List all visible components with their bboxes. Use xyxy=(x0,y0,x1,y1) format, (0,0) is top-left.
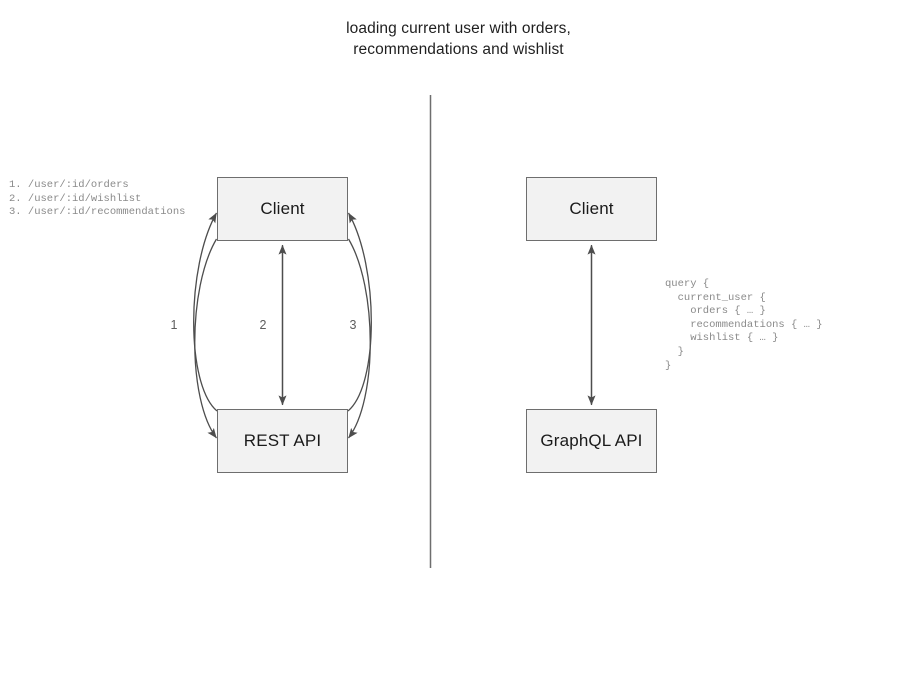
node-client-graphql[interactable]: Client xyxy=(526,177,657,241)
node-rest-api[interactable]: REST API xyxy=(217,409,348,473)
edge-3-recommendations xyxy=(347,212,372,439)
edge-1-orders xyxy=(193,212,218,439)
node-client-rest[interactable]: Client xyxy=(217,177,348,241)
node-graphql-api[interactable]: GraphQL API xyxy=(526,409,657,473)
graphql-query-annotation: query { current_user { orders { … } reco… xyxy=(665,278,823,372)
edge-label-1: 1 xyxy=(170,318,178,332)
edge-label-2: 2 xyxy=(259,318,267,332)
edge-label-3: 3 xyxy=(349,318,357,332)
diagram-title: loading current user with orders, recomm… xyxy=(346,20,571,58)
rest-routes-annotation: 1. /user/:id/orders 2. /user/:id/wishlis… xyxy=(9,179,186,219)
